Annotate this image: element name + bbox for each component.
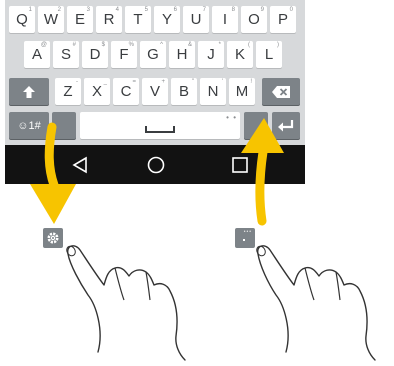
right-hand-icon (0, 0, 394, 366)
